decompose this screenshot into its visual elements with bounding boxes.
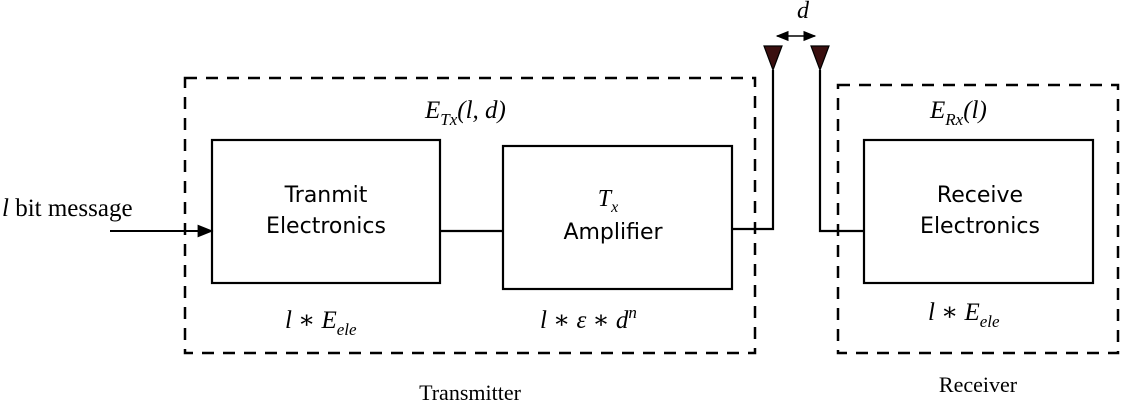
transmitter-caption: Transmitter <box>419 380 522 405</box>
transmitter-energy-label: ETx(l, d) <box>424 97 506 129</box>
transmit-block-line2: Electronics <box>266 214 386 239</box>
amplifier-box <box>501 144 734 291</box>
transmit-electronics-box <box>210 138 442 285</box>
amplifier-block-symbol: Tx <box>598 186 618 216</box>
transmit-block-line1: Tranmit <box>284 183 368 208</box>
amplifier-to-antenna-wire <box>732 70 775 231</box>
transmitter-boundary <box>183 76 757 355</box>
receive-block-line2: Electronics <box>920 214 1040 239</box>
transmit-cost-label: l ∗ Eele <box>285 307 357 339</box>
antenna-to-receiver-wire <box>818 70 864 233</box>
input-message-label: l bit message <box>2 195 133 222</box>
receive-block-line1: Receive <box>937 183 1023 208</box>
amplifier-cost-label: l ∗ ε ∗ dn <box>540 303 637 334</box>
amplifier-block-line2: Amplifier <box>563 220 663 245</box>
receive-antenna-icon <box>810 45 830 72</box>
receive-electronics-box <box>862 138 1095 285</box>
distance-label: d <box>797 0 810 24</box>
receive-cost-label: l ∗ Eele <box>928 299 1000 331</box>
receiver-energy-label: ERx(l) <box>929 97 987 129</box>
receiver-caption: Receiver <box>939 372 1018 397</box>
transmit-antenna-icon <box>763 45 783 72</box>
